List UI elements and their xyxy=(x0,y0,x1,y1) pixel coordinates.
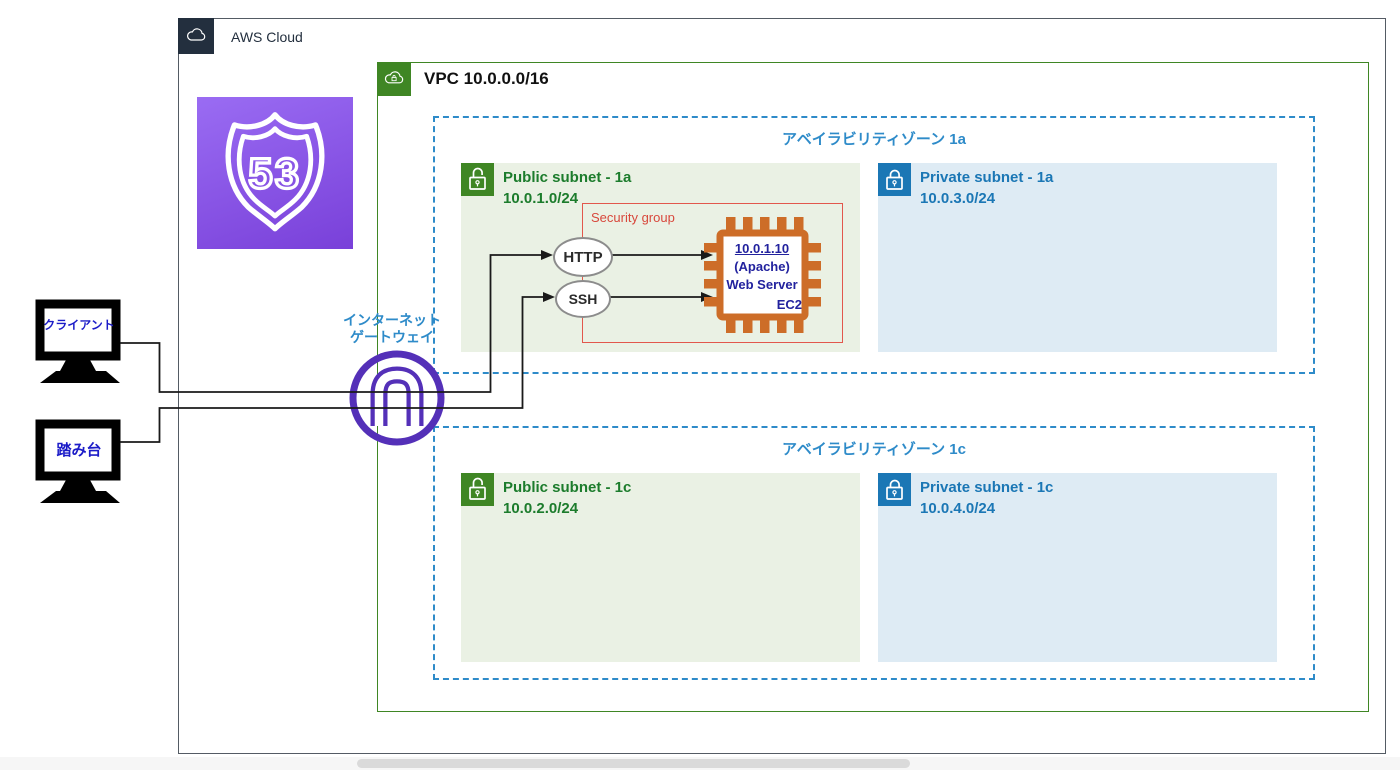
open-lock-icon xyxy=(461,473,494,506)
vpc-label: VPC 10.0.0.0/16 xyxy=(424,69,549,88)
availability-zone-1a-label: アベイラビリティゾーン 1a xyxy=(782,131,966,148)
private-subnet-1a-name: Private subnet - 1a xyxy=(920,169,1054,186)
bastion-computer-icon xyxy=(35,419,121,503)
private-subnet-1a-cidr: 10.0.3.0/24 xyxy=(920,190,996,207)
route53-icon: 53 xyxy=(197,97,353,249)
route53-number: 53 xyxy=(249,150,302,198)
private-subnet-1c-name: Private subnet - 1c xyxy=(920,479,1054,496)
client-computer-icon xyxy=(35,299,121,383)
private-subnet-1c: Private subnet - 1c 10.0.4.0/24 xyxy=(878,473,1277,662)
security-group-label: Security group xyxy=(591,210,675,225)
private-subnet-1a: Private subnet - 1a 10.0.3.0/24 xyxy=(878,163,1277,352)
availability-zone-1a: アベイラビリティゾーン 1a xyxy=(433,116,1315,374)
open-lock-icon xyxy=(461,163,494,196)
private-subnet-1c-cidr: 10.0.4.0/24 xyxy=(920,500,996,517)
closed-lock-icon xyxy=(878,163,911,196)
closed-lock-icon xyxy=(878,473,911,506)
vpc-icon xyxy=(377,62,411,96)
bastion-label: 踏み台 xyxy=(56,442,102,459)
internet-gateway-label: インターネット ゲートウェイ xyxy=(343,312,441,345)
internet-gateway-icon xyxy=(349,350,445,446)
http-port-node: HTTP xyxy=(553,237,613,277)
public-subnet-1c-cidr: 10.0.2.0/24 xyxy=(503,500,579,517)
availability-zone-1c: アベイラビリティゾーン 1c xyxy=(433,426,1315,680)
ec2-service-label: EC2 xyxy=(776,297,802,312)
ec2-stack: (Apache) xyxy=(734,259,790,274)
public-subnet-1c-name: Public subnet - 1c xyxy=(503,479,632,496)
aws-cloud-label: AWS Cloud xyxy=(231,29,303,45)
public-subnet-1a-name: Public subnet - 1a xyxy=(503,169,632,186)
ssh-port-node: SSH xyxy=(555,280,611,318)
availability-zone-1c-label: アベイラビリティゾーン 1c xyxy=(782,441,966,458)
horizontal-scrollbar-thumb[interactable] xyxy=(357,759,910,768)
aws-cloud-icon xyxy=(178,18,214,54)
ec2-instance-text: 10.0.1.10 (Apache) Web Server xyxy=(719,240,805,294)
public-subnet-1c: Public subnet - 1c 10.0.2.0/24 xyxy=(461,473,860,662)
public-subnet-1a-cidr: 10.0.1.0/24 xyxy=(503,190,579,207)
ec2-role: Web Server xyxy=(726,277,798,292)
client-label: クライアント xyxy=(43,318,115,332)
ec2-ip: 10.0.1.10 xyxy=(734,241,790,256)
ec2-chip-icon xyxy=(704,217,821,333)
horizontal-scrollbar[interactable] xyxy=(0,757,1400,770)
